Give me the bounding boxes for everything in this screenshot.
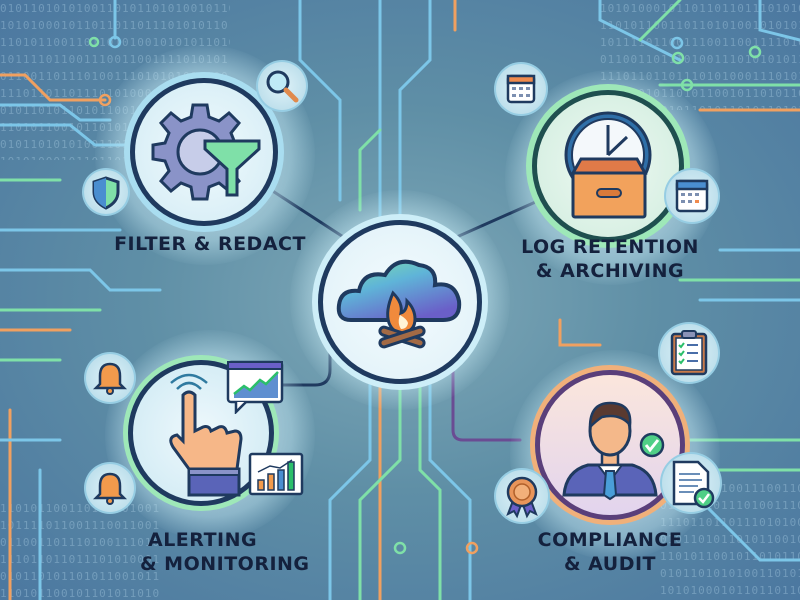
line-chart-window: [226, 360, 286, 414]
bell-icon: [92, 472, 128, 505]
calendar-satellite-top: [494, 62, 548, 116]
shield-satellite: [82, 168, 130, 216]
compliance-text-line2: & AUDIT: [563, 553, 657, 575]
calendar-icon: [675, 179, 709, 213]
clipboard-satellite: [658, 322, 720, 384]
filter-redact-label: FILTER & REDACT: [110, 232, 310, 256]
document-check-icon: [672, 460, 715, 509]
award-ribbon-icon: [506, 476, 538, 519]
log-retention-node[interactable]: [532, 90, 684, 242]
bar-chart-icon: [248, 452, 304, 496]
log-retention-label: LOG RETENTION & ARCHIVING: [490, 235, 730, 283]
auditor-person-icon: [562, 401, 665, 501]
compliance-audit-label: COMPLIANCE & AUDIT: [510, 528, 710, 576]
shield-icon: [92, 176, 120, 210]
compliance-text-line1: COMPLIANCE: [537, 529, 683, 551]
alerting-text-line2: & MONITORING: [140, 553, 310, 575]
check-badge-icon: [644, 439, 660, 453]
filter-redact-node[interactable]: [130, 78, 278, 226]
log-retention-text-line1: LOG RETENTION: [521, 236, 699, 258]
cloud-campfire-icon: [336, 259, 462, 349]
center-hub[interactable]: [318, 220, 482, 384]
filter-redact-text: FILTER & REDACT: [114, 233, 306, 255]
alerting-monitoring-label: ALERTING & MONITORING: [140, 528, 310, 576]
magnifier-icon: [266, 70, 299, 103]
bell-satellite-top: [84, 352, 136, 404]
magnifier-satellite: [256, 60, 308, 112]
calendar-satellite-right: [664, 168, 720, 224]
log-retention-text-line2: & ARCHIVING: [535, 260, 685, 282]
pointing-hand-icon: [169, 373, 243, 497]
award-satellite: [494, 468, 550, 524]
document-satellite: [660, 452, 722, 514]
bell-icon: [92, 362, 128, 395]
alerting-text-line1: ALERTING: [148, 529, 258, 551]
compliance-audit-node[interactable]: [535, 370, 685, 520]
bell-satellite-bottom: [84, 462, 136, 514]
clipboard-checklist-icon: [670, 330, 708, 376]
line-chart-window-icon: [226, 360, 284, 414]
bar-chart-card: [248, 452, 304, 496]
clock-archive-box-icon: [564, 111, 652, 219]
calendar-icon: [506, 74, 536, 104]
gear-funnel-icon: [151, 103, 261, 201]
